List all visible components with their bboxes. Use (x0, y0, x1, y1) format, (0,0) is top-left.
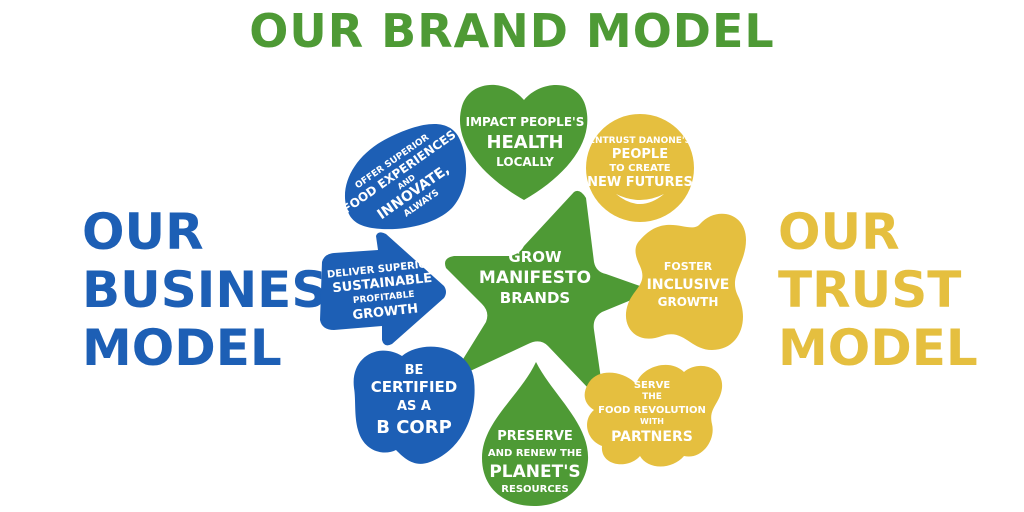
partners-splash-shape: SERVE THE FOOD REVOLUTION WITH PARTNERS (584, 364, 723, 467)
center-line: GROW (508, 248, 562, 266)
people-line: NEW FUTURES (587, 175, 693, 190)
bcorp-line: BE (405, 363, 424, 378)
trust-model-label: OUR TRUST MODEL (778, 203, 978, 377)
trust-model-line: MODEL (778, 319, 978, 377)
center-line: MANIFESTO (479, 268, 591, 288)
trust-model-line: OUR (778, 203, 900, 261)
health-line: HEALTH (486, 132, 563, 153)
planet-line: PRESERVE (497, 429, 573, 444)
health-line: IMPACT PEOPLE'S (466, 115, 585, 129)
growth-arrow-shape: DELIVER SUPERIOR SUSTAINABLE PROFITABLE … (320, 232, 446, 346)
bcorp-line: AS A (397, 399, 431, 414)
people-line: TO CREATE (609, 163, 670, 174)
planet-line: PLANET'S (489, 462, 580, 482)
partners-line: THE (642, 392, 662, 402)
trust-model-line: TRUST (778, 261, 962, 319)
bcorp-heart-shape: BE CERTIFIED AS A B CORP (353, 346, 475, 464)
center-line: BRANDS (500, 289, 570, 307)
people-smiley-shape: ENTRUST DANONE'S PEOPLE TO CREATE NEW FU… (586, 114, 694, 222)
growth-line: GROWTH (352, 301, 419, 323)
people-line: ENTRUST DANONE'S (589, 136, 691, 146)
people-line: PEOPLE (612, 147, 668, 162)
planet-line: AND RENEW THE (488, 448, 582, 459)
health-heart-shape: IMPACT PEOPLE'S HEALTH LOCALLY (459, 84, 588, 200)
partners-line: WITH (640, 417, 664, 426)
health-line: LOCALLY (496, 155, 554, 169)
partners-line: FOOD REVOLUTION (598, 405, 706, 416)
inclusive-line: GROWTH (658, 295, 719, 309)
business-model-line: OUR (82, 203, 204, 261)
partners-line: PARTNERS (611, 429, 693, 445)
bcorp-line: CERTIFIED (371, 378, 457, 396)
business-model-line: BUSINESS (82, 261, 362, 319)
diagram-title: OUR BRAND MODEL (249, 4, 775, 58)
inclusive-line: FOSTER (664, 260, 713, 273)
business-model-line: MODEL (82, 319, 282, 377)
inclusive-growth-shape: FOSTER INCLUSIVE GROWTH (625, 213, 746, 350)
partners-line: SERVE (634, 380, 670, 391)
planet-drop-shape: PRESERVE AND RENEW THE PLANET'S RESOURCE… (482, 362, 589, 506)
planet-line: RESOURCES (501, 484, 568, 495)
bcorp-line: B CORP (376, 417, 452, 438)
food-experience-shape: OFFER SUPERIOR FOOD EXPERIENCES AND INNO… (340, 123, 467, 230)
inclusive-line: INCLUSIVE (647, 277, 730, 293)
business-model-label: OUR BUSINESS MODEL (82, 203, 361, 377)
center-star-shape: GROW MANIFESTO BRANDS (445, 190, 643, 391)
